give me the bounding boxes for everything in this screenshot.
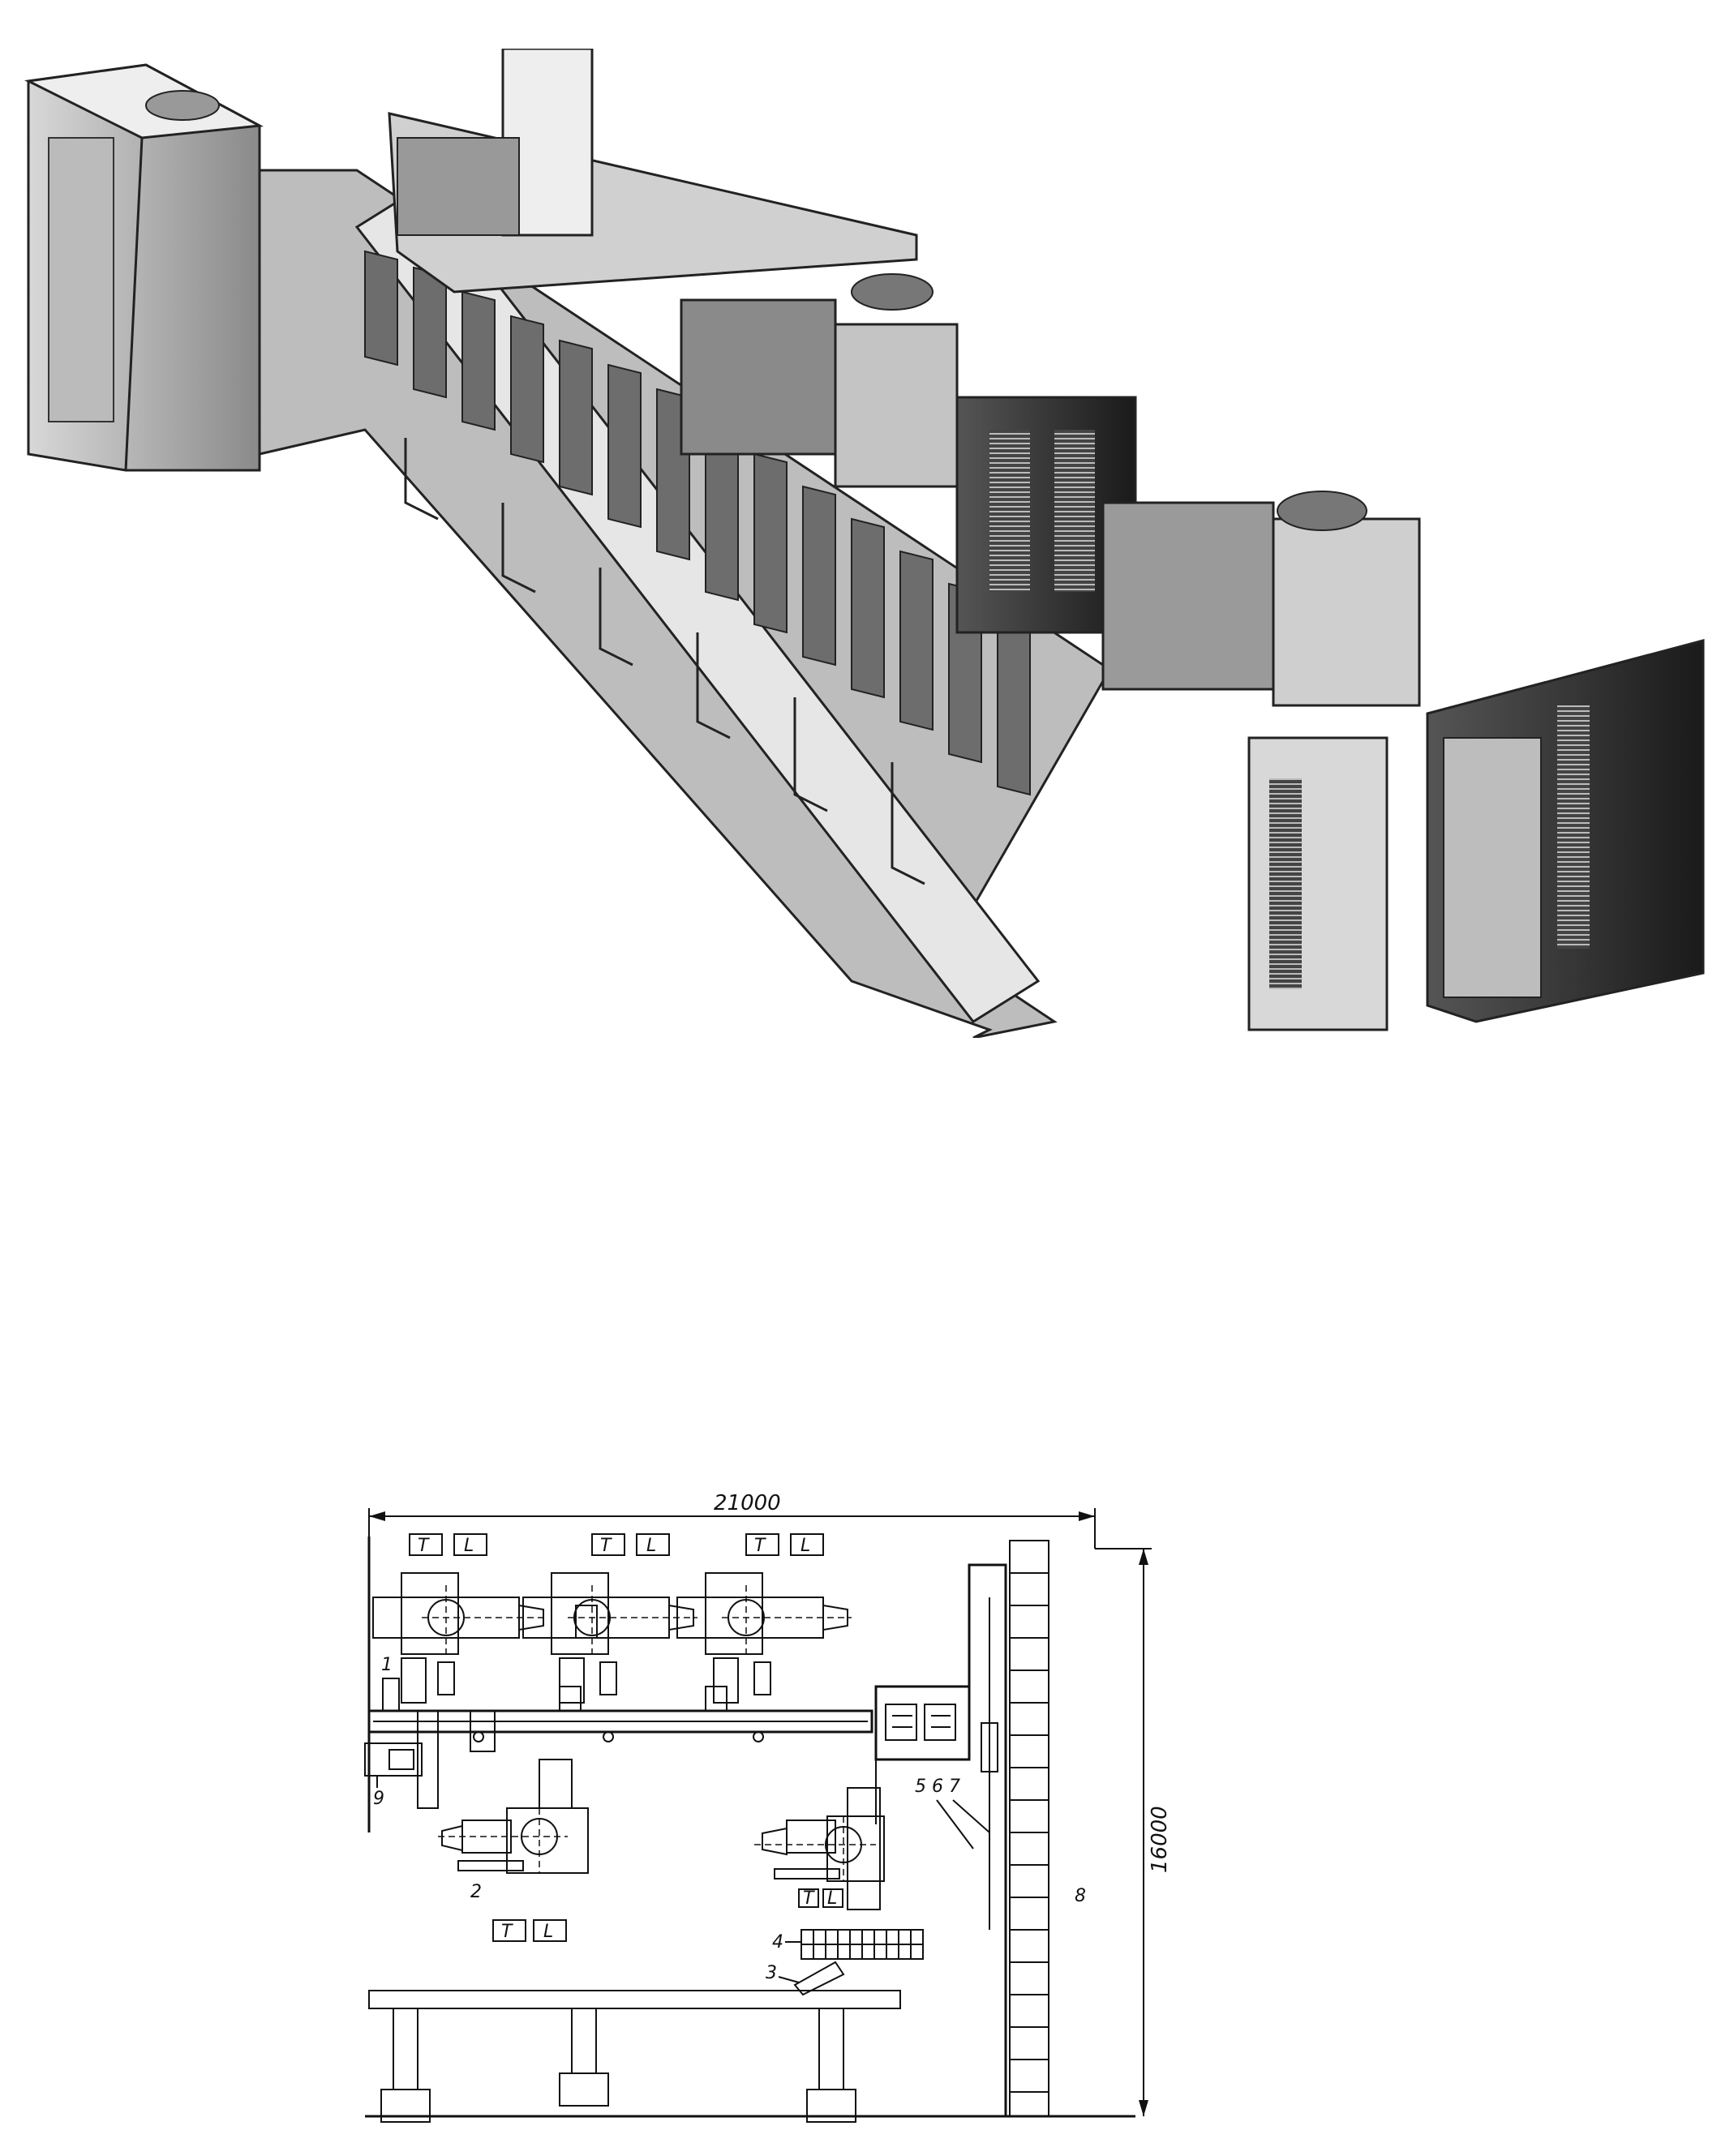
small-unit-center [575, 1605, 598, 1639]
dimension-height: 16000 [1095, 1548, 1172, 2116]
dimension-width-label: 21000 [714, 1492, 781, 1515]
unit-1 [382, 1678, 400, 1712]
machine-head-upper-2 [522, 1572, 697, 1704]
callout-8: 8 [1075, 1886, 1086, 1906]
machine-head-lower-1 [438, 1759, 589, 1874]
control-cabinet-567: 5 6 7 [874, 1685, 990, 1850]
panel-symbol: L [800, 1536, 810, 1556]
callout-4: 4 [772, 1932, 783, 1952]
production-line-photo [24, 49, 1705, 1038]
callout-2: 2 [470, 1882, 482, 1902]
layout-plan-drawing: 21000 16000 Т L Т L Т L [364, 1492, 1172, 2123]
conveyor-frame [258, 169, 1105, 1038]
callout-567: 5 6 7 [915, 1777, 960, 1797]
bottom-frame [368, 1990, 901, 2123]
panel-symbol: L [827, 1888, 837, 1909]
panel-symbol: L [543, 1922, 553, 1942]
transfer-conveyor [367, 1686, 873, 1809]
machine-head-upper-3 [676, 1572, 852, 1704]
upper-gantry [388, 49, 918, 294]
dimension-width: 21000 [369, 1492, 1095, 1521]
callout-3: 3 [766, 1963, 777, 1983]
panel-symbol: L [464, 1536, 474, 1556]
machine-head-upper-1 [372, 1572, 547, 1704]
control-panels-lower: Т L Т L [492, 1888, 843, 1942]
storage-magazine-8: 8 [968, 1540, 1086, 2117]
callout-1: 1 [381, 1655, 393, 1675]
panel-symbol: Т [418, 1536, 430, 1556]
panel-symbol: Т [501, 1922, 513, 1942]
loading-station-9: 9 [364, 1742, 423, 1809]
tool-store-4: 4 [772, 1929, 924, 1960]
panel-symbol: L [646, 1536, 656, 1556]
left-control-cabinet [24, 63, 264, 472]
dimension-height-label: 16000 [1148, 1806, 1172, 1873]
machining-unit-right [1101, 491, 1705, 1031]
panel-symbol: Т [600, 1536, 612, 1556]
machine-head-lower-2 [754, 1787, 885, 1910]
callout-9: 9 [373, 1789, 384, 1809]
panel-symbol: Т [754, 1536, 766, 1556]
control-panels-top: Т L Т L Т L [409, 1533, 824, 1556]
plan-outline [365, 1508, 1135, 2118]
panel-symbol: Т [803, 1888, 815, 1909]
